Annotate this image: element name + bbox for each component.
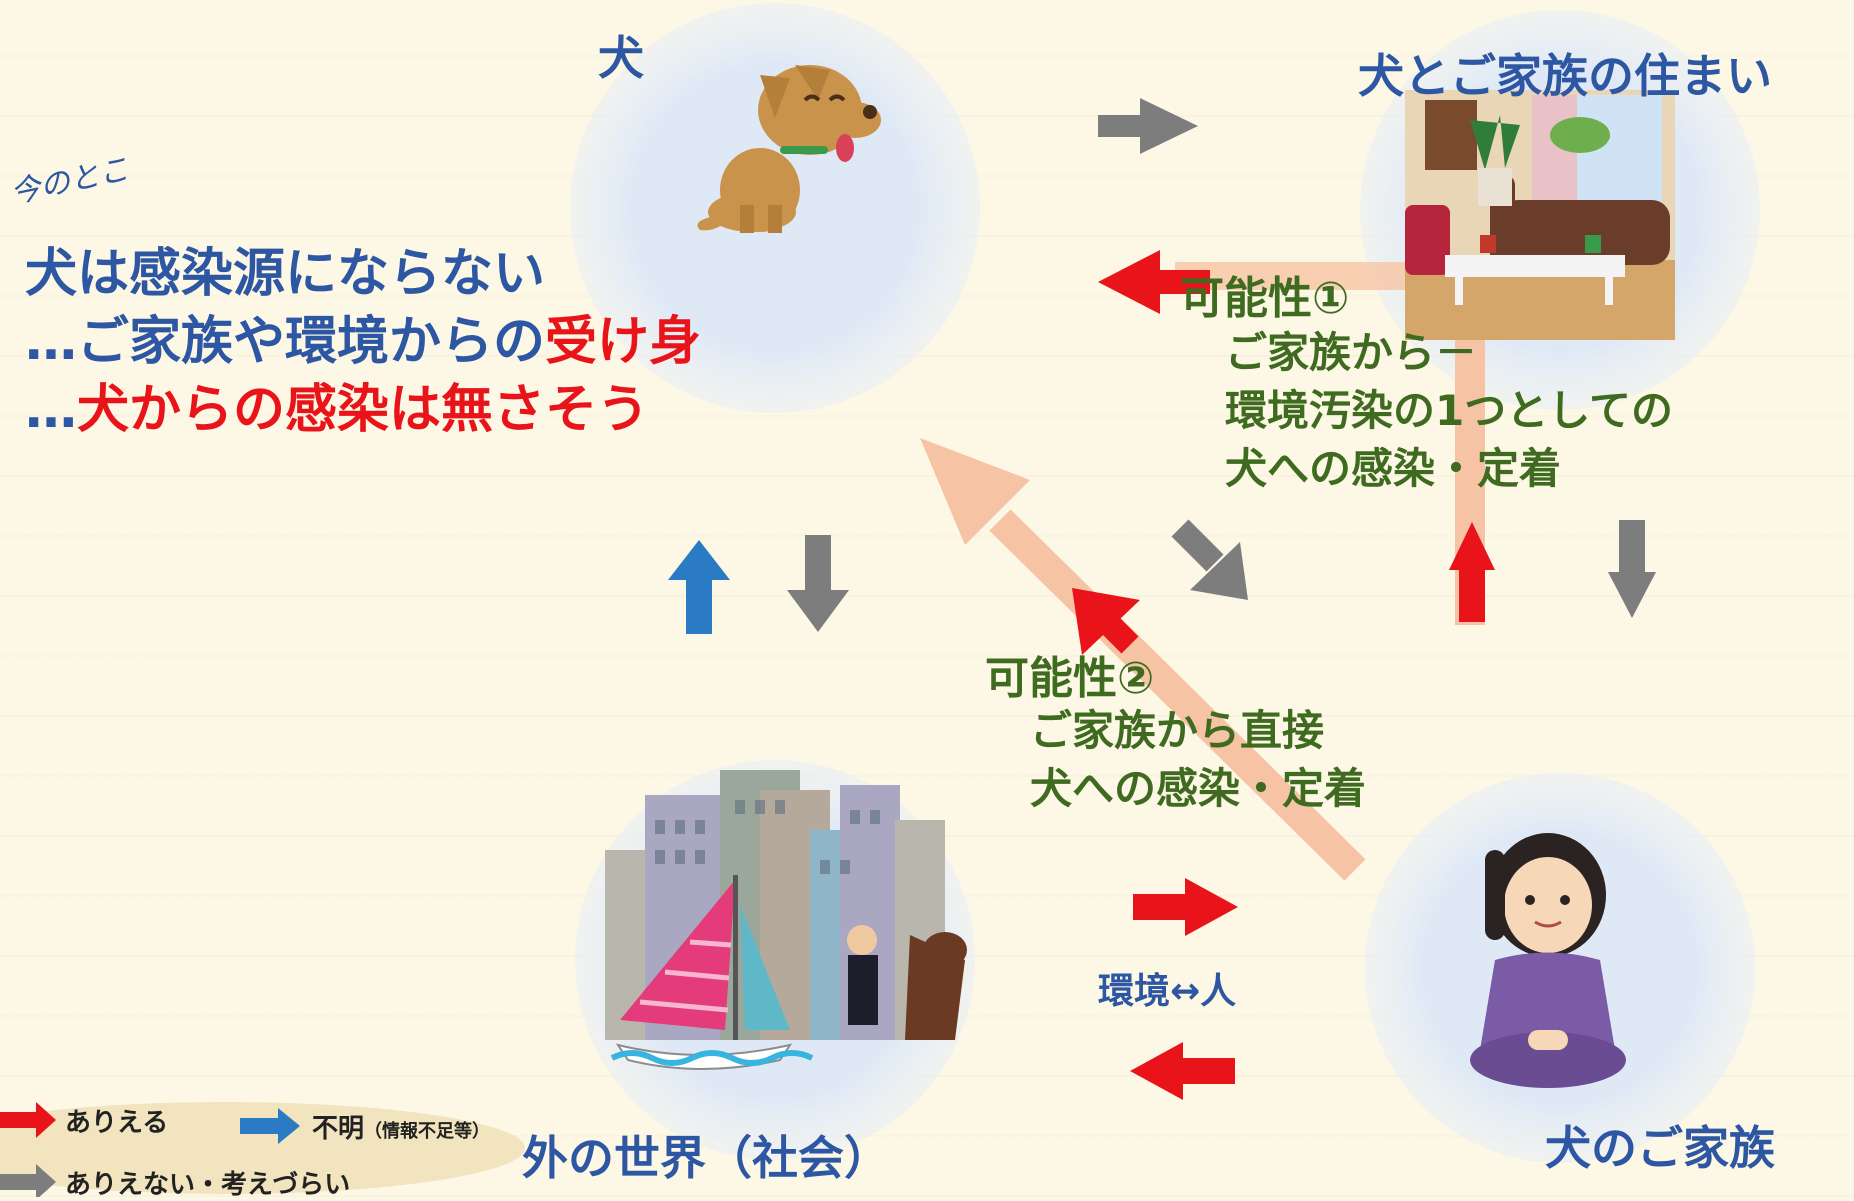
conclusion-line-2-red: 受け身 — [545, 312, 702, 372]
legend-impossible-label: ありえない・考えづらい — [65, 1170, 351, 1200]
possibility-1-body: ご家族から－ 環境汚染の1つとしての 犬への感染・定着 — [1225, 324, 1673, 498]
possibility-1-line-1: ご家族から－ — [1225, 328, 1478, 377]
env-person-label: 環境↔人 — [1098, 971, 1237, 1012]
possibility-2-line-1: ご家族から直接 — [1030, 706, 1325, 755]
possibility-2-body: ご家族から直接 犬への感染・定着 — [1030, 702, 1366, 818]
arrow-family-to-world — [1130, 1042, 1235, 1100]
legend-unknown-label: 不明（情報不足等） — [312, 1108, 490, 1145]
family-node-label: 犬のご家族 — [1545, 1121, 1775, 1175]
city-icon — [605, 770, 967, 1070]
possibility-1-line-3: 犬への感染・定着 — [1225, 444, 1562, 493]
legend-arrow-possible — [0, 1102, 56, 1138]
possibility-1-title: 可能性① — [1180, 273, 1350, 324]
woman-icon — [1470, 833, 1626, 1088]
legend-unknown-note: （情報不足等） — [364, 1121, 491, 1142]
legend-possible-label: ありえる — [65, 1108, 169, 1138]
legend-arrow-unknown — [240, 1108, 300, 1144]
possibility-1-line-2: 環境汚染の1つとしての — [1225, 386, 1673, 435]
dog-icon — [697, 65, 881, 233]
arrow-dog-to-world — [787, 535, 849, 632]
conclusion-block: 犬は感染源にならない …ご家族や環境からの受け身 …犬からの感染は無さそう — [25, 240, 701, 444]
route-arrow-family-to-dog — [920, 438, 1366, 881]
conclusion-line-2: …ご家族や環境からの受け身 — [25, 308, 701, 376]
arrow-dog-to-family — [1171, 519, 1248, 600]
arrow-home-to-dog — [1098, 250, 1210, 314]
conclusion-line-1: 犬は感染源にならない — [25, 244, 546, 304]
arrow-world-to-dog — [668, 540, 730, 634]
legend-unknown-text: 不明 — [312, 1114, 365, 1144]
conclusion-line-3-prefix: … — [25, 380, 77, 440]
legend-background — [0, 1102, 525, 1194]
home-node-label: 犬とご家族の住まい — [1358, 49, 1772, 103]
dog-node-label: 犬 — [598, 31, 644, 85]
legend-arrow-impossible — [0, 1164, 56, 1197]
conclusion-line-3: …犬からの感染は無さそう — [25, 376, 701, 444]
conclusion-line-2-prefix: …ご家族や環境からの — [25, 312, 546, 372]
arrow-family-to-dog-red — [1072, 588, 1140, 655]
arrow-home-to-family — [1608, 520, 1656, 618]
arrow-world-to-family — [1133, 878, 1238, 936]
possibility-2-title: 可能性② — [985, 653, 1155, 704]
living-room-icon — [1405, 90, 1675, 340]
world-node-label: 外の世界（社会） — [522, 1131, 890, 1185]
arrow-dog-to-home — [1098, 98, 1198, 154]
possibility-2-line-2: 犬への感染・定着 — [1030, 764, 1367, 813]
arrow-family-to-home — [1449, 522, 1495, 622]
conclusion-line-3-red: 犬からの感染は無さそう — [77, 380, 650, 440]
